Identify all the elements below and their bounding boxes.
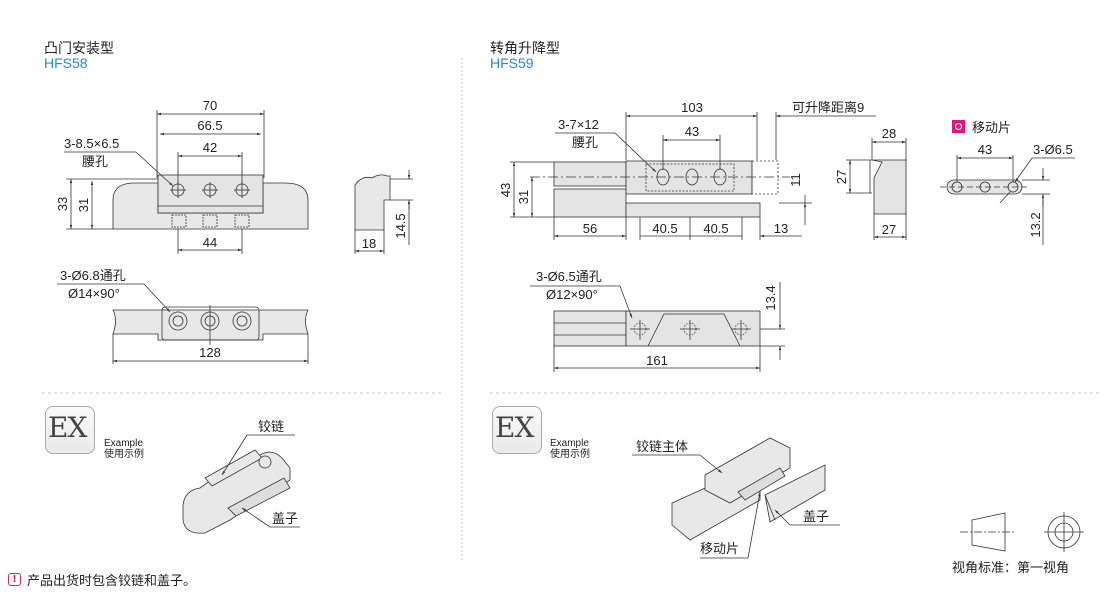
slot-desc-left: 腰孔 <box>82 154 108 169</box>
dim-103: 103 <box>681 100 703 115</box>
dim-161: 161 <box>646 353 668 368</box>
first-angle-projection-symbol <box>960 512 1084 552</box>
callout-hinge: 铰链 <box>258 419 284 434</box>
right-code: HFS59 <box>490 55 534 71</box>
example-badge-right: EX <box>492 406 542 454</box>
callout-moving-plate: 移动片 <box>700 541 739 556</box>
dim-27-height: 27 <box>834 170 849 184</box>
ex-badge-text: EX <box>495 411 534 444</box>
plate-hole-label: 3-Ø6.5 <box>1033 142 1073 157</box>
footer-note-text: 产品出货时包含铰链和盖子。 <box>27 574 197 589</box>
slot-label-right: 3-7×12 <box>558 117 599 132</box>
moving-plate-legend-label: 移动片 <box>972 121 1012 136</box>
dim-11: 11 <box>788 173 803 187</box>
lift-distance-label: 可升降距离9 <box>792 100 864 115</box>
countersink-left: Ø14×90° <box>68 286 120 301</box>
caption-zh: 使用示例 <box>104 449 144 460</box>
dim-13: 13 <box>774 221 788 236</box>
caption-en: Example <box>104 438 143 449</box>
dim-43-top: 43 <box>685 124 699 139</box>
example-caption-left: Example 使用示例 <box>104 438 144 460</box>
hfs58-bottom-view <box>57 283 309 364</box>
dim-14-5: 14.5 <box>393 213 408 238</box>
dim-18: 18 <box>362 236 376 251</box>
dim-42: 42 <box>203 140 217 155</box>
left-code: HFS58 <box>44 55 88 71</box>
pink-square-icon <box>952 120 965 133</box>
hfs58-top-view <box>64 110 309 254</box>
example-badge-left: EX <box>45 406 95 454</box>
dim-56: 56 <box>583 221 597 236</box>
slot-desc-right: 腰孔 <box>572 135 598 150</box>
dim-70: 70 <box>203 98 217 113</box>
dim-43-height: 43 <box>498 183 513 197</box>
countersink-right: Ø12×90° <box>546 287 598 302</box>
callout-cover-left: 盖子 <box>272 511 298 526</box>
example-caption-right: Example 使用示例 <box>550 438 590 460</box>
dim-27-bottom: 27 <box>882 222 896 237</box>
left-title: 凸门安装型 <box>44 41 114 57</box>
hfs59-example-illustration <box>632 437 840 559</box>
moving-plate-view <box>940 155 1075 245</box>
hole-label-left: 3-Ø6.8通孔 <box>60 268 126 283</box>
dim-43-plate: 43 <box>978 142 992 157</box>
hfs59-side-view <box>846 138 907 240</box>
callout-cover-right: 盖子 <box>803 509 829 524</box>
caption-en: Example <box>550 438 589 449</box>
dim-128: 128 <box>199 345 221 360</box>
right-title: 转角升降型 <box>490 41 560 57</box>
dim-13-2: 13.2 <box>1028 212 1043 237</box>
dim-31: 31 <box>76 198 91 212</box>
hfs59-bottom-view <box>530 282 785 372</box>
dim-31-right: 31 <box>516 190 531 204</box>
dim-13-4: 13.4 <box>763 285 778 310</box>
dim-44: 44 <box>203 235 217 250</box>
hole-label-right: 3-Ø6.5通孔 <box>536 269 602 284</box>
moving-plate-legend: 移动片 <box>952 117 1011 136</box>
caption-zh: 使用示例 <box>550 449 590 460</box>
dim-28: 28 <box>882 126 896 141</box>
dim-33: 33 <box>55 197 70 211</box>
dim-40-5-a: 40.5 <box>652 221 677 236</box>
hfs58-example-illustration <box>182 434 300 534</box>
ex-badge-text: EX <box>48 411 87 444</box>
dim-40-5-b: 40.5 <box>703 221 728 236</box>
warning-icon: ! <box>8 573 21 586</box>
projection-label: 视角标准：第一视角 <box>952 560 1069 575</box>
hfs58-side-view <box>354 170 413 254</box>
slot-label-left: 3-8.5×6.5 <box>64 136 119 151</box>
callout-hinge-body: 铰链主体 <box>636 439 688 454</box>
dim-66-5: 66.5 <box>197 118 222 133</box>
hfs59-top-view <box>510 112 876 240</box>
footer-note: ! 产品出货时包含铰链和盖子。 <box>8 570 196 589</box>
